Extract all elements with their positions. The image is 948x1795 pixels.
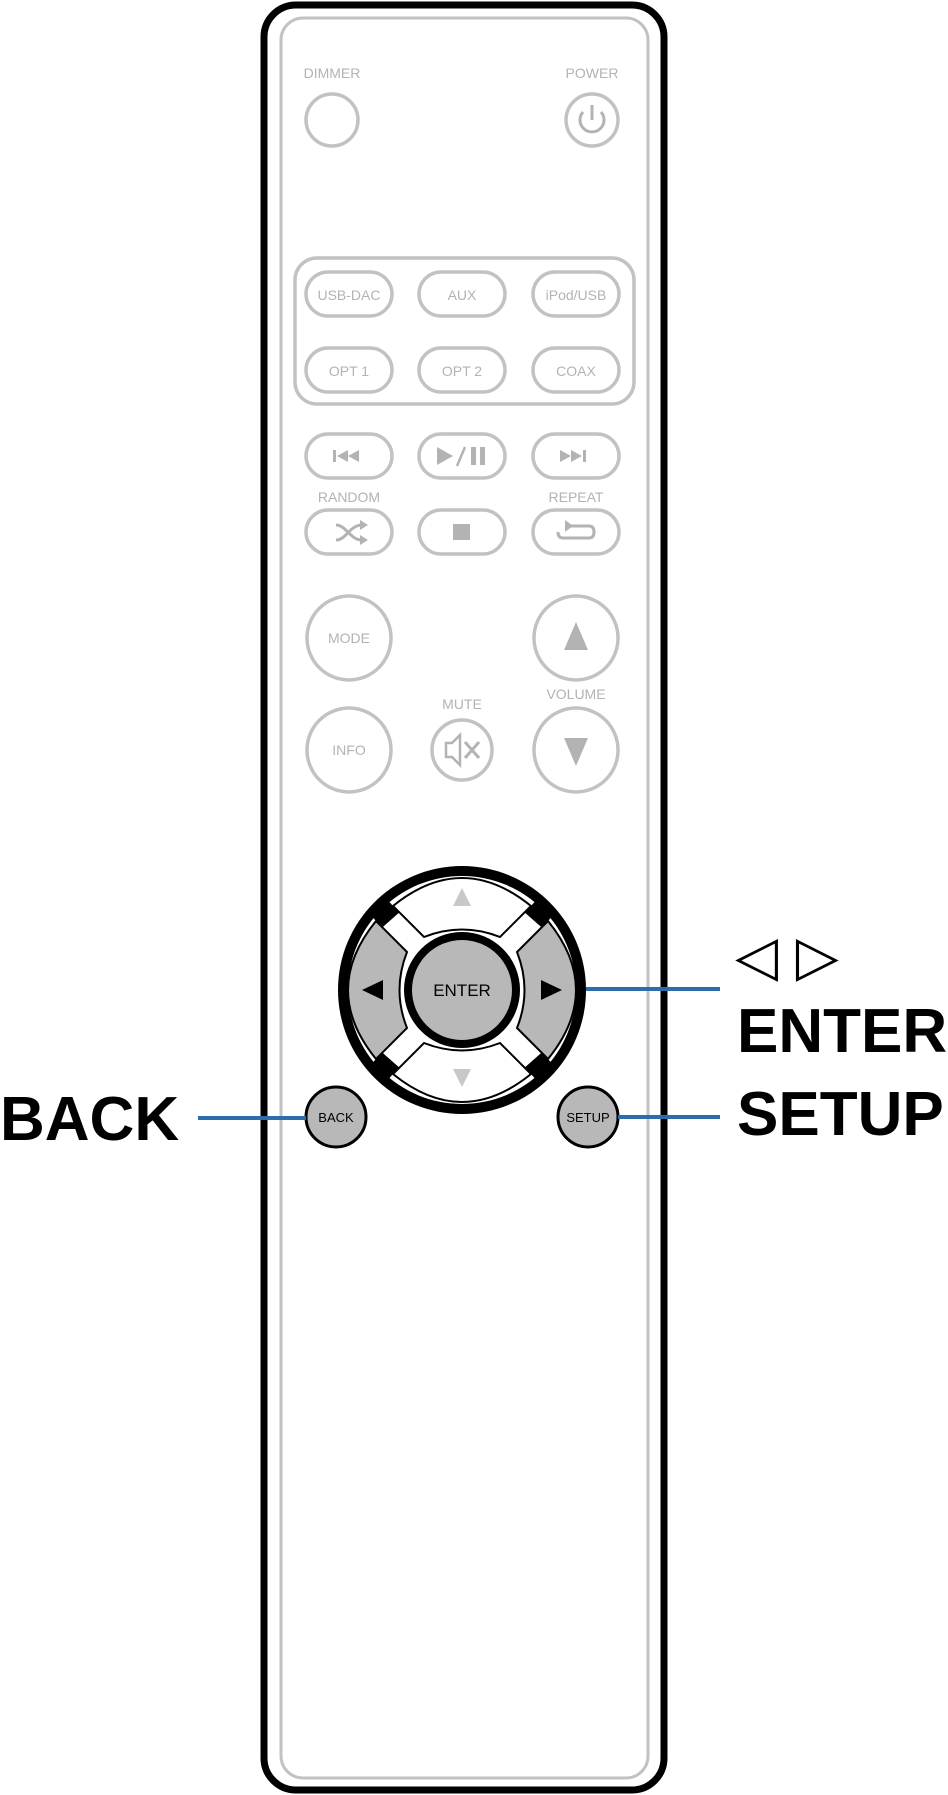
nav-down-arrow-icon (453, 1069, 471, 1087)
nav-left-arrow-icon (362, 980, 383, 1000)
dimmer-label: DIMMER (304, 65, 361, 81)
input-button-ipod-usb[interactable] (531, 270, 621, 318)
play-pause-button[interactable] (417, 432, 507, 480)
input-label-ipod-usb: iPod/USB (546, 287, 607, 303)
volume-down-icon (564, 738, 588, 766)
power-label: POWER (566, 65, 619, 81)
volume-down-button[interactable] (532, 706, 620, 794)
nav-pad (338, 866, 586, 1114)
nav-right-arrow-icon (541, 980, 562, 1000)
power-icon (578, 105, 606, 134)
mute-icon (444, 731, 481, 769)
input-button-coax[interactable] (531, 346, 621, 394)
setup-button-label: SETUP (566, 1110, 609, 1125)
power-button[interactable] (564, 92, 620, 148)
play-pause-icon (437, 446, 485, 467)
mode-button[interactable] (305, 594, 393, 682)
repeat-icon (556, 520, 596, 540)
volume-label: VOLUME (546, 686, 605, 702)
callout-arrows: ◁ ▷ (735, 924, 839, 989)
input-group-frame (293, 256, 636, 406)
back-button-label: BACK (318, 1110, 354, 1125)
input-label-opt2: OPT 2 (442, 363, 482, 379)
shuffle-icon (335, 520, 368, 545)
input-button-usb-dac[interactable] (304, 270, 394, 318)
nav-up-arrow-icon (453, 888, 471, 906)
repeat-button[interactable] (531, 508, 621, 556)
input-label-coax: COAX (556, 363, 596, 379)
repeat-label: REPEAT (549, 489, 604, 505)
dimmer-button[interactable] (304, 92, 360, 148)
remote-body-inner (279, 16, 650, 1780)
nav-up-segment[interactable] (391, 877, 533, 939)
volume-up-button[interactable] (532, 594, 620, 682)
enter-button[interactable] (412, 940, 512, 1040)
input-label-usb-dac: USB-DAC (317, 287, 380, 303)
info-label: INFO (332, 742, 366, 758)
enter-label: ENTER (433, 981, 491, 1000)
next-icon (560, 450, 586, 462)
mode-label: MODE (328, 630, 370, 646)
stop-button[interactable] (417, 508, 507, 556)
next-button[interactable] (531, 432, 621, 480)
input-button-aux[interactable] (417, 270, 507, 318)
volume-up-icon (564, 622, 588, 650)
callout-setup: SETUP (737, 1080, 944, 1149)
input-label-aux: AUX (448, 287, 477, 303)
mute-button[interactable] (430, 718, 494, 782)
callout-back: BACK (0, 1085, 179, 1154)
mute-label: MUTE (442, 696, 482, 712)
stop-icon (453, 524, 470, 540)
random-button[interactable] (304, 508, 394, 556)
previous-icon (333, 450, 359, 462)
input-label-opt1: OPT 1 (329, 363, 369, 379)
info-button[interactable] (305, 706, 393, 794)
callout-enter: ENTER (737, 997, 947, 1066)
input-button-opt2[interactable] (417, 346, 507, 394)
input-button-opt1[interactable] (304, 346, 394, 394)
previous-button[interactable] (304, 432, 394, 480)
random-label: RANDOM (318, 489, 380, 505)
